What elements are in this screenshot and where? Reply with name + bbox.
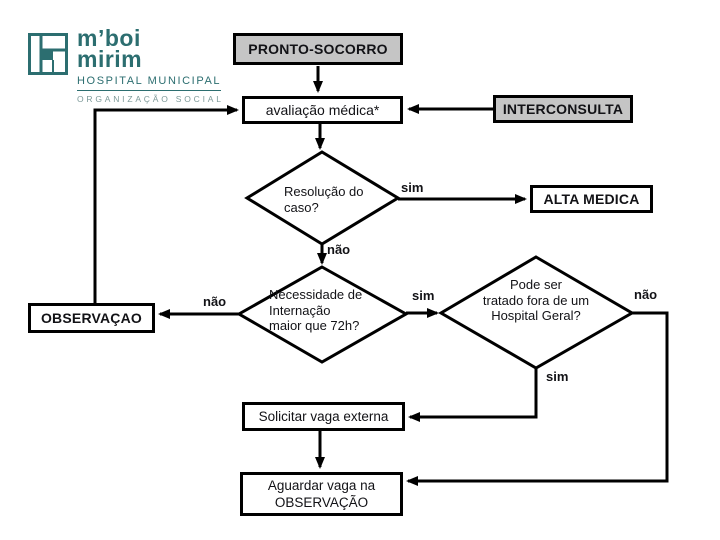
- brand-name-line1: m’boi: [77, 25, 141, 51]
- node-aguardar-vaga-line2: OBSERVAÇÃO: [274, 495, 369, 510]
- edge-observacao-to-avaliacao: [93, 105, 239, 303]
- decision-resolucao-line1: Resolução do: [284, 184, 364, 199]
- hospital-logo-text: m’boi mirim HOSPITAL MUNICIPAL ORGANIZAÇ…: [77, 25, 224, 104]
- node-avaliacao-medica-label: avaliação médica*: [265, 102, 380, 118]
- node-pronto-socorro-label: PRONTO-SOCORRO: [248, 41, 388, 57]
- decision-resolucao-text: Resolução do caso?: [284, 184, 364, 215]
- node-alta-medica: ALTA MEDICA: [530, 185, 653, 213]
- edge-label-resolucao-nao: não: [327, 242, 351, 257]
- decision-resolucao-line2: caso?: [284, 199, 319, 215]
- node-interconsulta: INTERCONSULTA: [493, 95, 633, 123]
- node-alta-medica-label: ALTA MEDICA: [543, 191, 640, 207]
- edge-label-necessidade-nao: não: [203, 294, 227, 309]
- decision-pode-ser-text: Pode ser tratado fora de um Hospital Ger…: [456, 277, 616, 324]
- edge-label-necessidade-sim: sim: [412, 288, 435, 303]
- edge-label-pode-ser-nao: não: [634, 287, 658, 302]
- organization-tagline: ORGANIZAÇÃO SOCIAL: [77, 94, 224, 104]
- decision-necessidade-line2: Internação: [269, 302, 331, 318]
- decision-necessidade-shape: [235, 265, 410, 364]
- hospital-subtitle: HOSPITAL MUNICIPAL: [77, 75, 222, 91]
- edge-pode-ser-nao-to-aguardar: [406, 311, 669, 486]
- node-solicitar-vaga: Solicitar vaga externa: [242, 402, 405, 431]
- node-observacao: OBSERVAÇAO: [28, 303, 155, 333]
- decision-pode-ser-line1: Pode ser: [509, 277, 563, 292]
- node-aguardar-vaga-line1: Aguardar vaga na: [267, 478, 376, 493]
- decision-necessidade-line3: maior que 72h?: [269, 318, 360, 333]
- brand-name-line2: mirim: [77, 46, 143, 72]
- decision-necessidade-line1: Necessidade de: [269, 287, 363, 302]
- hospital-logo: m’boi mirim HOSPITAL MUNICIPAL ORGANIZAÇ…: [28, 25, 224, 104]
- decision-pode-ser-line3: Hospital Geral?: [491, 308, 581, 323]
- node-solicitar-vaga-label: Solicitar vaga externa: [258, 408, 389, 424]
- node-avaliacao-medica: avaliação médica*: [242, 96, 403, 124]
- node-aguardar-vaga: Aguardar vaga na OBSERVAÇÃO: [240, 472, 403, 516]
- decision-pode-ser-line2: tratado fora de um: [482, 292, 590, 308]
- decision-necessidade-text: Necessidade de Internação maior que 72h?: [269, 287, 362, 334]
- edge-label-resolucao-sim: sim: [401, 180, 424, 195]
- edge-pode-ser-sim-to-solicitar: [408, 368, 538, 422]
- node-interconsulta-label: INTERCONSULTA: [502, 101, 624, 117]
- node-observacao-label: OBSERVAÇAO: [40, 310, 143, 326]
- edge-label-pode-ser-sim: sim: [546, 369, 569, 384]
- hospital-logo-icon: [28, 33, 68, 75]
- node-pronto-socorro: PRONTO-SOCORRO: [233, 33, 403, 65]
